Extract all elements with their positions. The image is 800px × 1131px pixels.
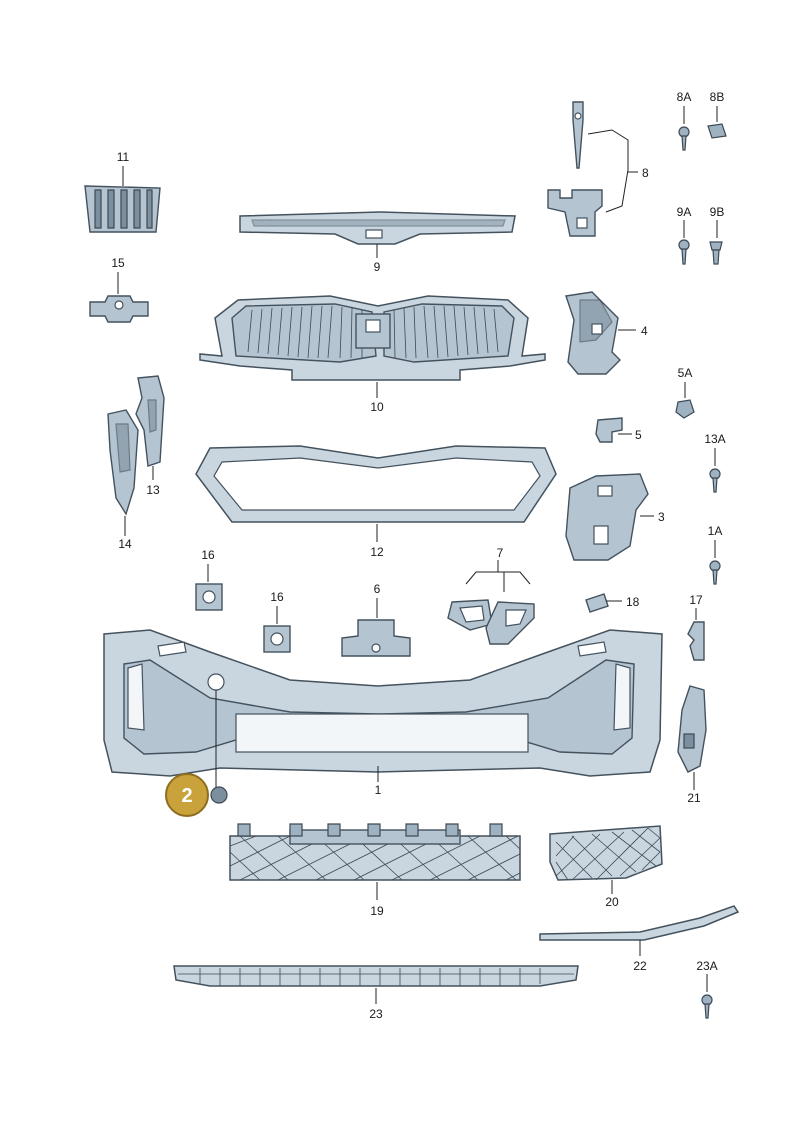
label-9b: 9B — [710, 205, 725, 219]
label-18: 18 — [626, 595, 640, 609]
label-8: 8 — [642, 166, 649, 180]
label-16b: 16 — [270, 590, 284, 604]
highlight-badge[interactable] — [165, 773, 209, 817]
part-10-radiator-grille[interactable] — [199, 295, 546, 381]
part-15-bracket[interactable] — [89, 295, 149, 323]
part-21-side-trim[interactable] — [677, 685, 707, 773]
part-2-cap[interactable] — [210, 786, 228, 804]
part-16-sensor-holder-center[interactable] — [263, 625, 291, 653]
part-12-grille-frame[interactable] — [195, 445, 557, 523]
label-16a: 16 — [201, 548, 215, 562]
part-1a-screw[interactable] — [709, 560, 721, 585]
part-22-trim-strip[interactable] — [539, 905, 740, 941]
label-17: 17 — [689, 593, 703, 607]
part-7-sensor-rings[interactable] — [447, 599, 535, 645]
part-11-air-guide[interactable] — [84, 185, 161, 233]
label-7: 7 — [497, 546, 504, 560]
label-21: 21 — [687, 791, 701, 805]
label-13a: 13A — [704, 432, 725, 446]
part-5a-nut[interactable] — [675, 399, 695, 419]
part-14-left-guide[interactable] — [107, 409, 139, 516]
label-2: 2 — [181, 785, 192, 807]
label-14: 14 — [118, 537, 132, 551]
label-15: 15 — [111, 256, 125, 270]
label-19: 19 — [370, 904, 384, 918]
part-9-upper-trim[interactable] — [239, 211, 516, 245]
label-12: 12 — [370, 545, 384, 559]
label-8a: 8A — [677, 90, 692, 104]
label-23a: 23A — [696, 959, 717, 973]
part-6-plate-bracket[interactable] — [341, 619, 411, 657]
label-1a: 1A — [708, 524, 723, 538]
part-8a-screw[interactable] — [678, 126, 690, 151]
label-20: 20 — [605, 895, 619, 909]
part-13a-screw[interactable] — [709, 468, 721, 493]
part-18-tow-cap[interactable] — [585, 593, 609, 613]
part-8b-clip-nut[interactable] — [707, 123, 727, 139]
part-23a-screw[interactable] — [701, 994, 713, 1019]
label-10: 10 — [370, 400, 384, 414]
label-23: 23 — [369, 1007, 383, 1021]
label-6: 6 — [374, 582, 381, 596]
part-1-bumper-cover[interactable] — [103, 629, 663, 777]
label-8b: 8B — [710, 90, 725, 104]
part-5-clip[interactable] — [595, 417, 623, 443]
label-4: 4 — [641, 324, 648, 338]
label-11: 11 — [117, 150, 130, 164]
part-8-sensor-bracket[interactable] — [547, 101, 603, 237]
label-1: 1 — [375, 783, 382, 797]
part-23-lower-spoiler[interactable] — [173, 965, 579, 987]
part-13-left-bracket[interactable] — [135, 375, 165, 467]
part-4-side-bracket[interactable] — [565, 291, 621, 375]
part-3-right-mount[interactable] — [565, 473, 649, 561]
part-20-grille-insert[interactable] — [549, 825, 663, 881]
label-5a: 5A — [678, 366, 693, 380]
part-19-lower-grille[interactable] — [229, 823, 521, 881]
label-5: 5 — [635, 428, 642, 442]
part-16-sensor-holder-left[interactable] — [195, 583, 223, 611]
label-13: 13 — [146, 483, 160, 497]
label-3: 3 — [658, 510, 665, 524]
part-9b-clip[interactable] — [709, 241, 723, 265]
label-9: 9 — [374, 260, 381, 274]
label-22: 22 — [633, 959, 647, 973]
label-9a: 9A — [677, 205, 692, 219]
part-17-clip[interactable] — [687, 621, 705, 661]
part-9a-screw[interactable] — [678, 239, 690, 265]
